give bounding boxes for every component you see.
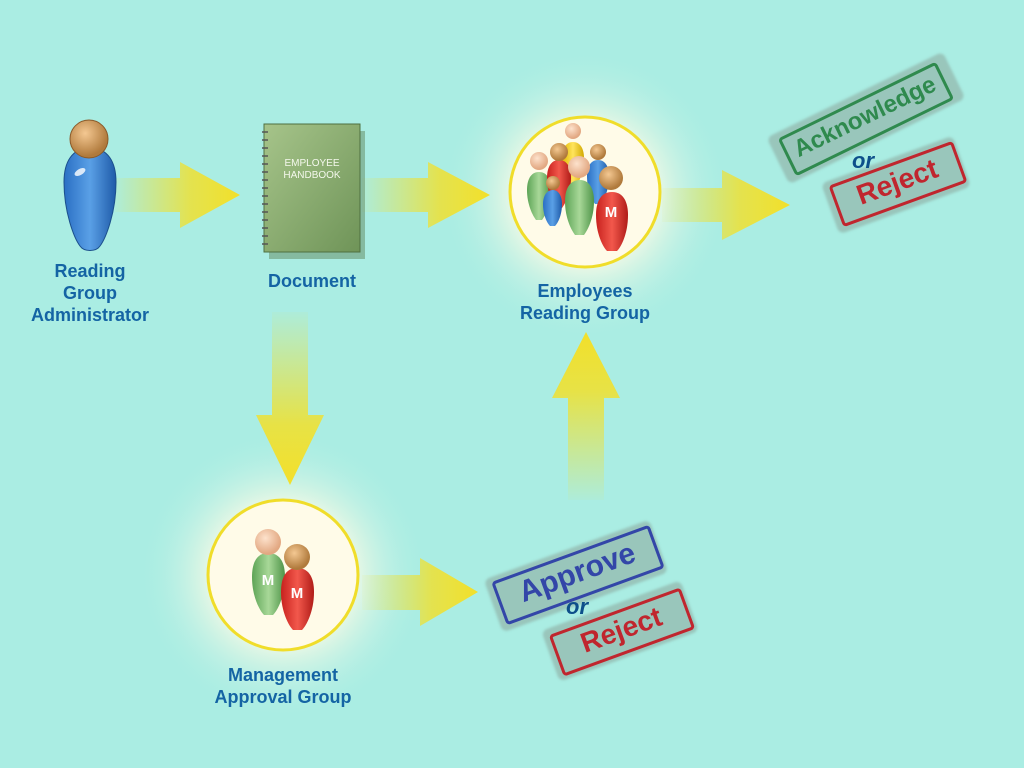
arrow-management-to-stamps	[362, 558, 478, 626]
employees-label-line2: Reading Group	[520, 303, 650, 323]
management-badge-right: M	[290, 585, 304, 602]
administrator-label-word: Reading	[54, 261, 126, 281]
management-label-line2: Approval Group	[214, 687, 352, 707]
arrow-document-to-employees	[362, 162, 490, 228]
arrow-employees-to-stamps	[662, 170, 790, 240]
employee-handbook-icon	[262, 123, 365, 259]
administrator-label-word: Group	[63, 283, 117, 303]
book-cover-title: EMPLOYEE HANDBOOK	[270, 158, 354, 182]
employees-manager-badge: M	[604, 204, 618, 221]
management-group-icon	[206, 498, 360, 652]
book-title-line1: EMPLOYEE	[284, 158, 340, 169]
arrow-approve-to-employees	[552, 332, 620, 500]
employees-label-line1: Employees	[537, 281, 633, 301]
administrator-label-word: Administrator	[30, 305, 149, 325]
administrator-person-icon	[63, 119, 117, 251]
employees-group-icon	[508, 115, 662, 269]
book-title-line2: HANDBOOK	[283, 170, 341, 181]
arrow-document-to-management	[256, 312, 324, 485]
document-label: Document	[267, 271, 356, 291]
or-text-top: or	[852, 148, 874, 173]
arrow-admin-to-document	[115, 162, 240, 228]
management-label: Management Approval Group	[193, 664, 373, 708]
or-text-bottom: or	[566, 594, 588, 619]
management-label-line1: Management	[227, 665, 339, 685]
management-badge-left: M	[261, 572, 275, 589]
stamp-shadows	[485, 53, 970, 680]
employees-label: Employees Reading Group	[495, 280, 675, 324]
